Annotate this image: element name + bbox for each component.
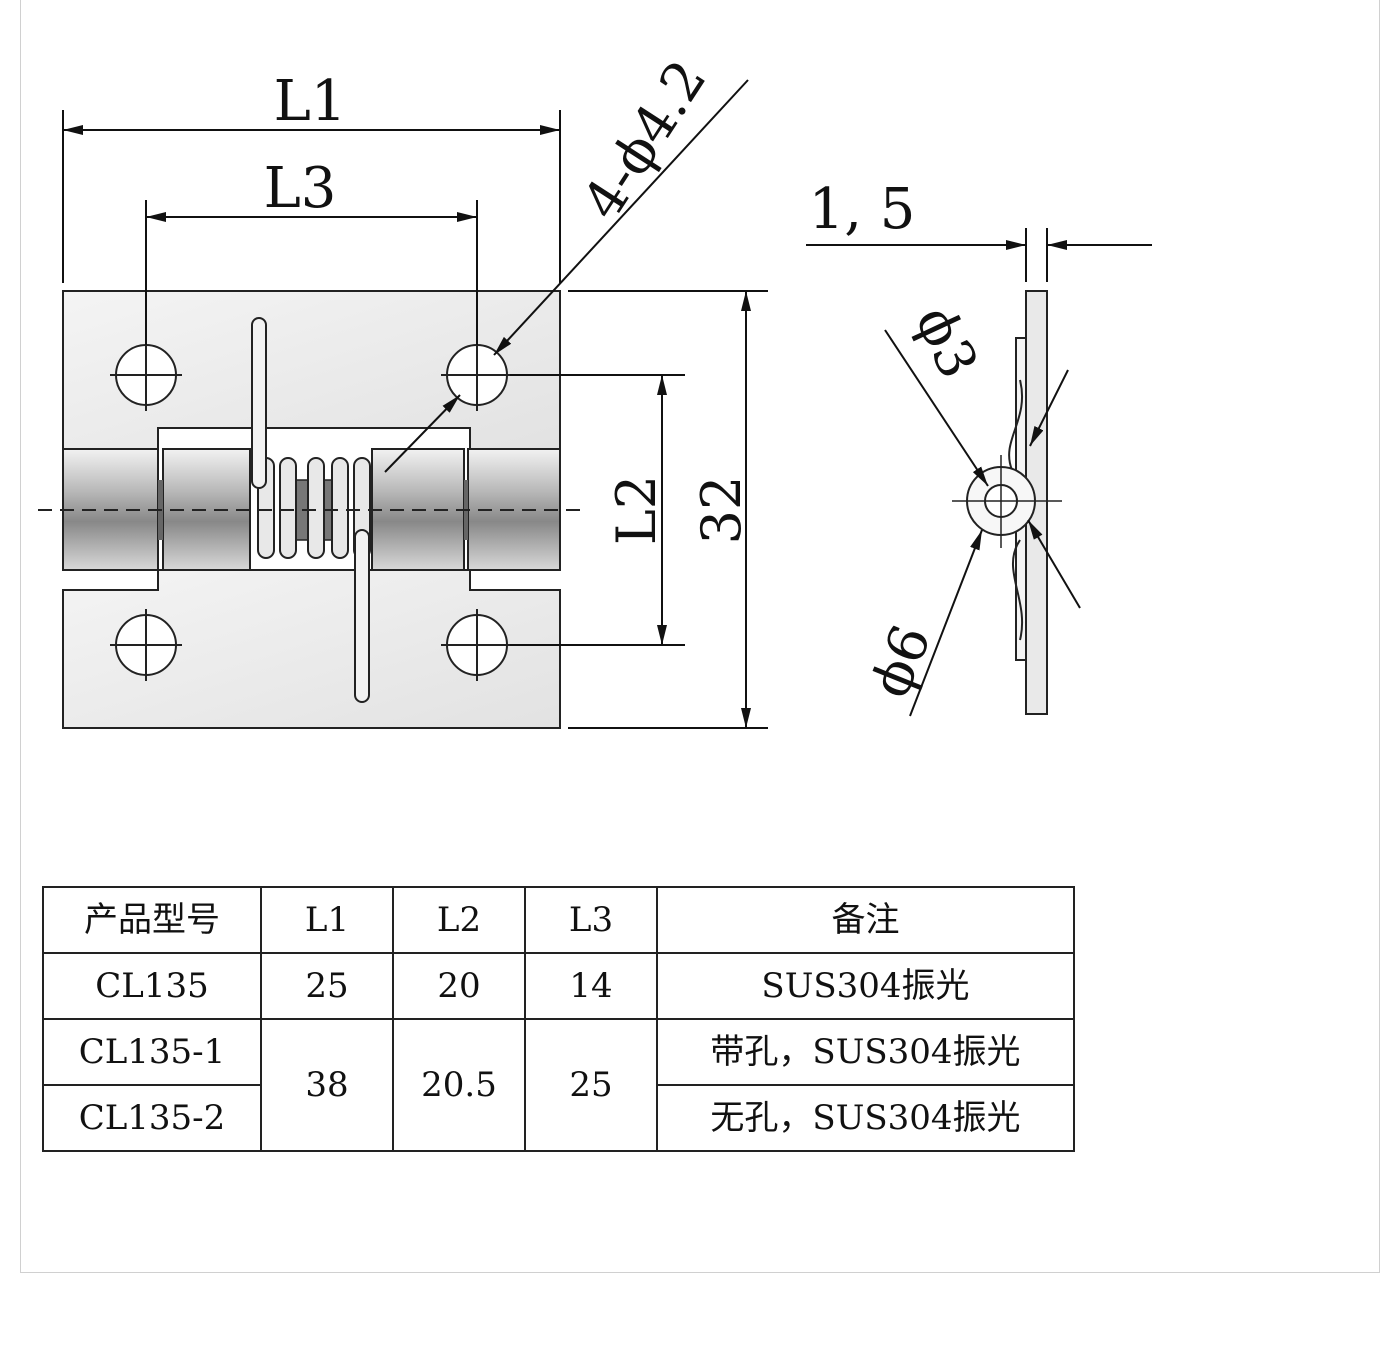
knuckle-inner-left [162,448,251,571]
side-dimensions [806,228,1152,717]
cell-L3: 25 [524,1018,658,1152]
label-holes: 4-ϕ4.2 [570,49,718,230]
header-L2: L2 [392,886,526,954]
cell-L1: 38 [260,1018,394,1152]
cell-L3: 14 [524,952,658,1020]
header-L1: L1 [260,886,394,954]
cell-note: 带孔，SUS304振光 [656,1018,1075,1086]
header-note: 备注 [656,886,1075,954]
bottom-leaf [62,569,561,729]
mounting-holes [110,339,513,681]
cell-note: SUS304振光 [656,952,1075,1020]
hinge-technical-drawing: L1 L3 4-ϕ4.2 L2 32 1, 5 ϕ3 ϕ6 [38,49,1152,729]
label-L1: L1 [274,69,347,134]
cell-model: CL135-2 [42,1084,262,1152]
spring-leg-lower [354,529,370,703]
spec-table: 产品型号 L1 L2 L3 备注 CL135 25 20 14 SUS304振光… [42,886,1075,1152]
cell-model: CL135-1 [42,1018,262,1086]
label-L3: L3 [264,156,337,221]
table-header-row: 产品型号 L1 L2 L3 备注 [42,886,1075,954]
cell-model: CL135 [42,952,262,1020]
cell-L1: 25 [260,952,394,1020]
table-row: CL135 25 20 14 SUS304振光 [42,952,1075,1020]
label-L2: L2 [605,475,668,545]
label-phi3: ϕ3 [903,297,990,388]
hinge-side-view [952,290,1062,715]
torsion-spring [257,457,371,559]
label-height-32: 32 [690,476,753,545]
label-phi6: ϕ6 [858,616,943,706]
hinge-front-view [38,290,588,729]
front-dimensions [62,79,768,729]
spring-leg-upper [251,317,267,489]
header-L3: L3 [524,886,658,954]
cell-L2: 20 [392,952,526,1020]
header-model: 产品型号 [42,886,262,954]
cell-note: 无孔，SUS304振光 [656,1084,1075,1152]
table-row: CL135-1 38 20.5 25 带孔，SUS304振光 [42,1018,1075,1152]
table-row: CL135-2 无孔，SUS304振光 [42,1084,1075,1152]
label-thickness: 1, 5 [809,177,916,242]
cell-L2: 20.5 [392,1018,526,1152]
